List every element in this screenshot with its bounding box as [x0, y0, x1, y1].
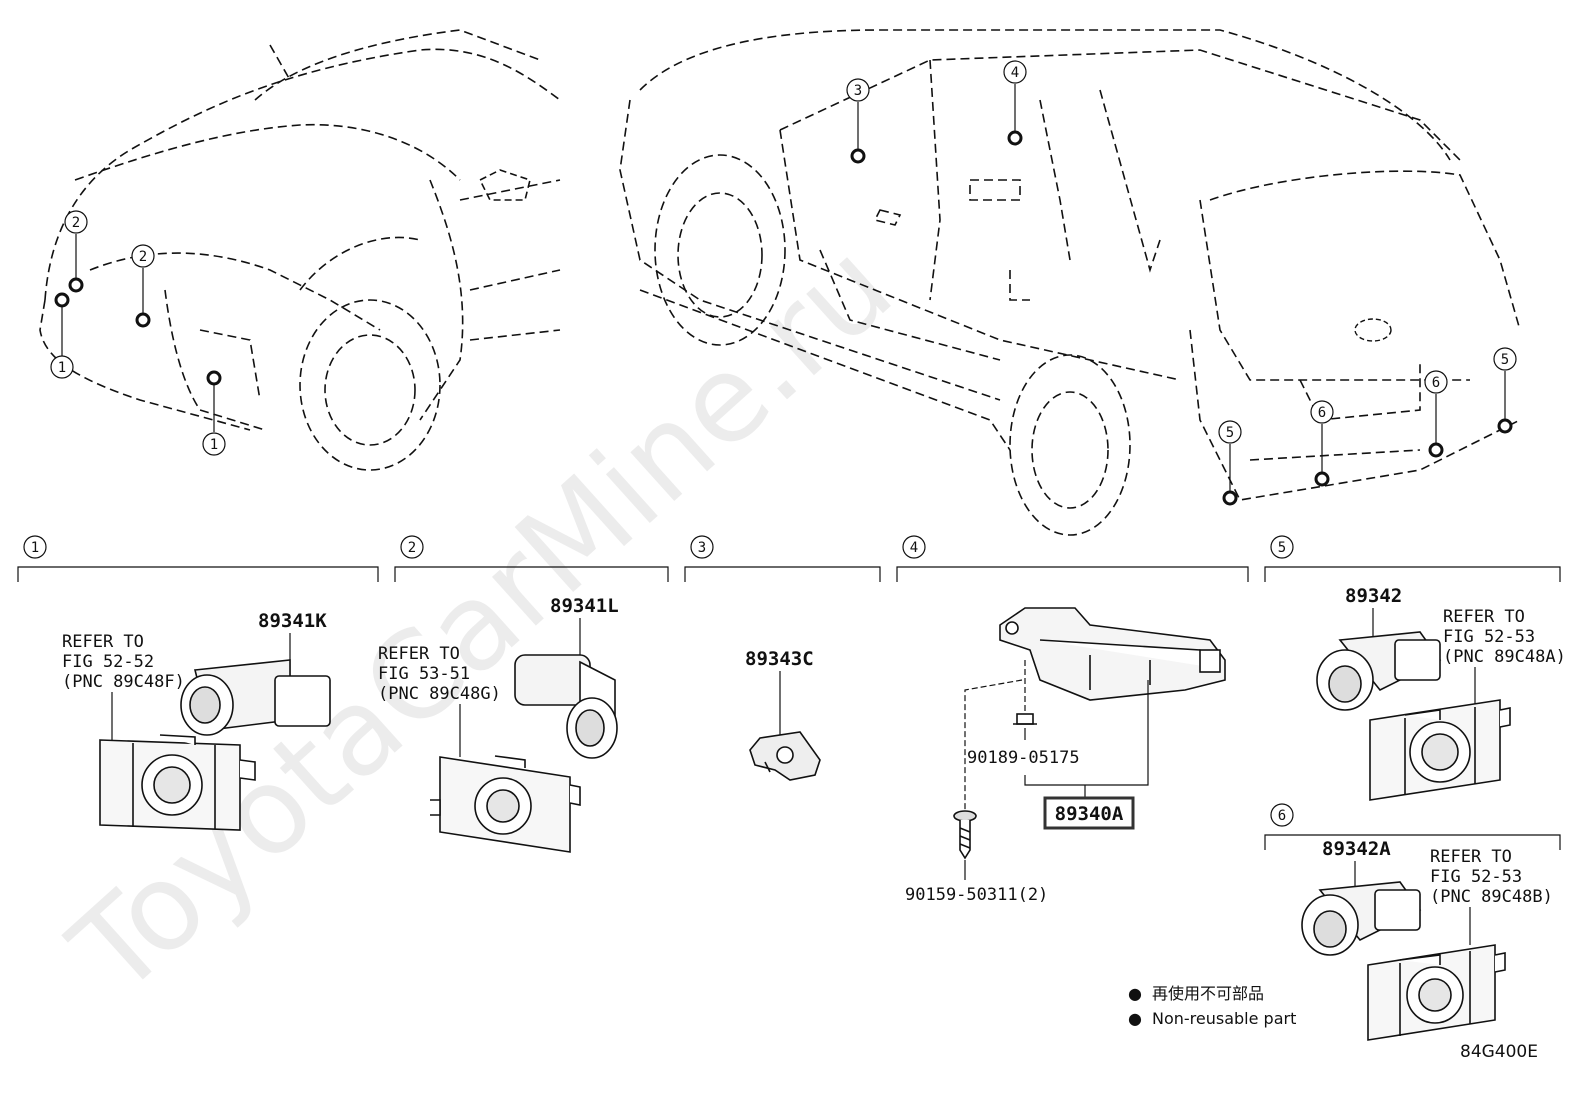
refer-note-line: REFER TO — [62, 632, 144, 652]
parking-sensor-illustration — [1301, 881, 1422, 956]
sensor-bezel-illustration — [99, 734, 256, 831]
legend-text: 再使用不可部品 — [1152, 984, 1264, 1003]
front-sensor-markers — [54, 277, 222, 386]
part-number[interactable]: 89343C — [745, 648, 814, 670]
section-number: 6 — [1278, 808, 1286, 824]
section-4: 90189-05175 89340A 90159-50311(2) — [905, 607, 1226, 905]
callout-number: 3 — [854, 83, 862, 99]
callout-number: 5 — [1226, 425, 1234, 441]
refer-note-line: REFER TO — [1443, 607, 1525, 627]
front-leader-lines — [61, 234, 215, 432]
nut-illustration — [1013, 713, 1037, 725]
part-number[interactable]: 89342A — [1322, 838, 1391, 860]
parking-sensor-illustration — [514, 654, 618, 759]
sub-part-number[interactable]: 90189-05175 — [967, 748, 1080, 768]
refer-note-line: FIG 53-51 — [378, 664, 470, 684]
legend: ● 再使用不可部品 ● Non-reusable part — [1128, 984, 1296, 1028]
sub-part-number[interactable]: 90159-50311(2) — [905, 885, 1048, 905]
sensor-marker — [850, 148, 866, 164]
legend-symbol: ● — [1128, 984, 1142, 1003]
watermark: ToyotaCarMine.ru — [46, 217, 919, 1022]
legend-symbol: ● — [1128, 1009, 1142, 1028]
front-callouts: 1 2 2 1 — [50, 210, 226, 456]
parking-sensor-illustration — [1316, 631, 1442, 711]
legend-text: Non-reusable part — [1152, 1009, 1296, 1028]
diagram-code: 84G400E — [1460, 1042, 1538, 1062]
callout-number: 1 — [58, 360, 66, 376]
sensor-marker — [135, 312, 151, 328]
section-number: 2 — [408, 540, 416, 556]
refer-note-line: (PNC 89C48A) — [1443, 647, 1566, 667]
sensor-marker — [206, 370, 222, 386]
part-number[interactable]: 89341L — [550, 595, 619, 617]
part-number-box — [1043, 796, 1135, 830]
sensor-marker — [1314, 471, 1330, 487]
front-wheel — [299, 299, 441, 471]
sensor-bezel-illustration — [430, 755, 581, 853]
refer-note-line: (PNC 89C48F) — [62, 672, 185, 692]
section-number: 1 — [31, 540, 39, 556]
sensor-bezel-illustration — [1369, 699, 1511, 801]
sensor-marker — [1497, 418, 1513, 434]
sensor-marker — [1007, 130, 1023, 146]
part-number[interactable]: 89341K — [258, 610, 327, 632]
refer-note-line: (PNC 89C48B) — [1430, 887, 1553, 907]
section-headers — [17, 535, 1561, 850]
sensor-marker — [1222, 490, 1238, 506]
sensor-marker — [1428, 442, 1444, 458]
front-mirror — [478, 169, 531, 201]
refer-note-line: FIG 52-53 — [1443, 627, 1535, 647]
callout-number: 2 — [139, 249, 147, 265]
refer-note-line: FIG 52-53 — [1430, 867, 1522, 887]
rear-callouts: 3 4 5 6 6 5 — [846, 60, 1517, 444]
section-number: 5 — [1278, 540, 1286, 556]
rear-emblem — [1354, 318, 1392, 342]
control-module-illustration — [999, 607, 1226, 701]
refer-note-line: REFER TO — [1430, 847, 1512, 867]
callout-number: 5 — [1501, 352, 1509, 368]
sensor-marker — [68, 277, 84, 293]
callout-number: 6 — [1318, 405, 1326, 421]
parking-sensor-illustration — [180, 659, 331, 736]
part-number[interactable]: 89340A — [1055, 803, 1124, 825]
callout-number: 4 — [1011, 65, 1019, 81]
sensor-bezel-illustration — [1367, 944, 1506, 1041]
rear-right-wheel — [1009, 354, 1131, 536]
section-number: 4 — [910, 540, 918, 556]
rear-sensor-markers — [850, 130, 1513, 506]
sensor-marker — [54, 292, 70, 308]
section-header-numbers: 1 2 3 4 5 6 — [31, 540, 1286, 824]
section-5: 89342 REFER TO FIG 52-53 (PNC 89C48A) — [1316, 585, 1566, 801]
section-6: 89342A REFER TO FIG 52-53 (PNC 89C48B) — [1301, 838, 1553, 1041]
refer-note-line: (PNC 89C48G) — [378, 684, 501, 704]
callout-number: 2 — [72, 215, 80, 231]
front-vehicle-view — [39, 29, 561, 431]
section-number: 3 — [698, 540, 706, 556]
callout-number: 1 — [210, 437, 218, 453]
sensor-illustration — [749, 731, 821, 781]
rear-vehicle-view — [619, 29, 1521, 501]
section-3: 89343C — [745, 648, 821, 781]
screw-illustration — [953, 810, 977, 860]
section-2: 89341L REFER TO FIG 53-51 (PNC 89C48G) — [378, 595, 619, 853]
part-number[interactable]: 89342 — [1345, 585, 1402, 607]
refer-note-line: FIG 52-52 — [62, 652, 154, 672]
rear-leader-lines — [857, 84, 1506, 492]
section-1: 89341K REFER TO FIG 52-52 (PNC 89C48F) — [62, 610, 331, 831]
refer-note-line: REFER TO — [378, 644, 460, 664]
callout-number: 6 — [1432, 375, 1440, 391]
rear-left-wheel — [654, 154, 786, 346]
